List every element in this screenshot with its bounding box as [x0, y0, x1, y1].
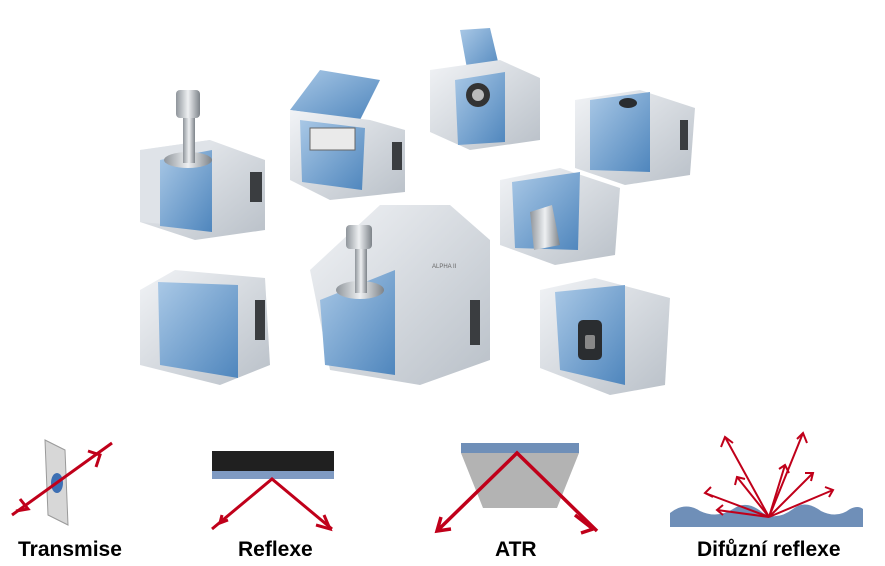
caption-diffuse-reflection: Difůzní reflexe — [697, 538, 841, 561]
module-closed-bottom-left — [140, 270, 270, 385]
module-open-lid-2 — [430, 28, 540, 150]
spectrometer-modules-photo: ALPHA II — [140, 28, 695, 395]
module-cone — [500, 168, 620, 265]
main-spectrometer: ALPHA II — [310, 205, 490, 385]
reflection-icon — [211, 451, 334, 532]
caption-transmission: Transmise — [18, 538, 122, 561]
device-label: ALPHA II — [432, 264, 457, 270]
transmission-icon — [11, 439, 113, 526]
caption-reflection: Reflexe — [238, 538, 313, 561]
module-open-lid — [290, 70, 405, 200]
module-atr — [540, 278, 670, 395]
module-press-left — [140, 90, 265, 240]
module-closed-knob — [575, 90, 695, 185]
caption-atr: ATR — [495, 538, 537, 561]
diffuse-reflection-icon — [670, 431, 863, 527]
atr-icon — [434, 443, 599, 535]
